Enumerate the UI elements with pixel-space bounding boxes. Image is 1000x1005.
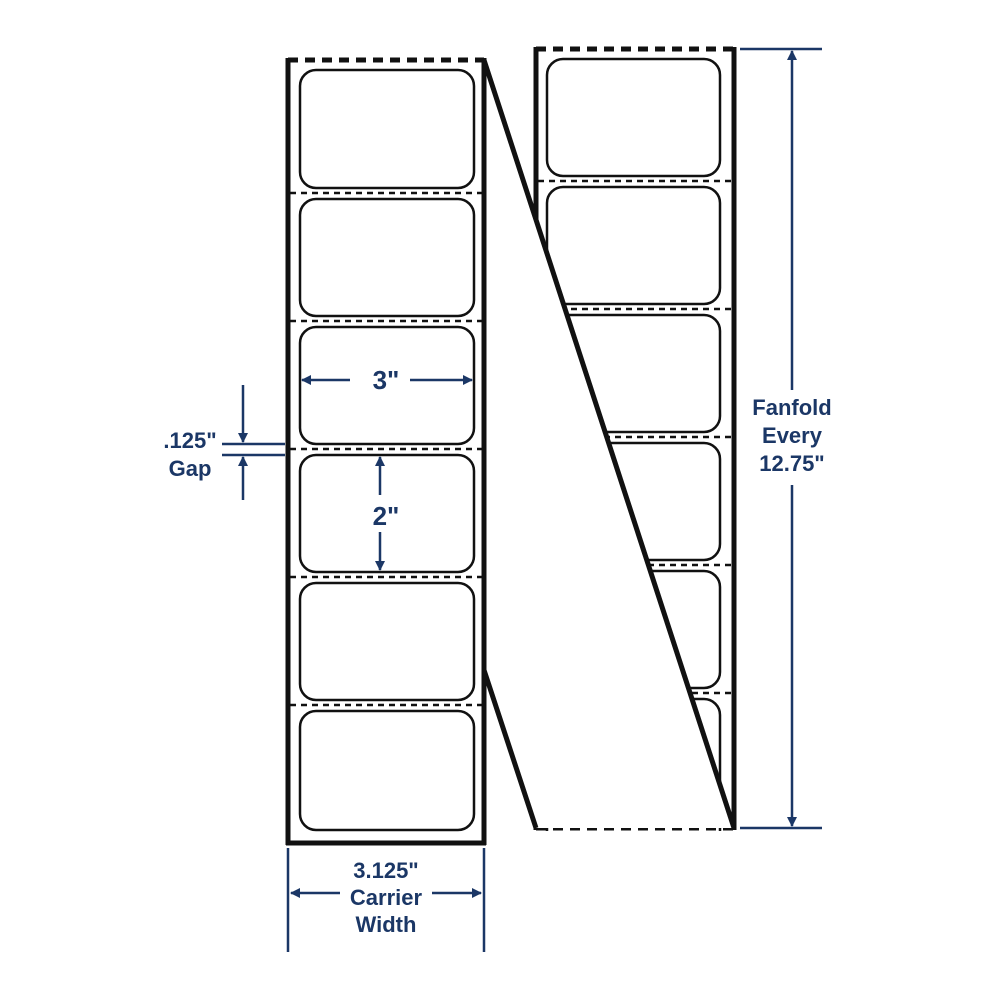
carrier-value-text: 3.125" xyxy=(353,858,418,883)
carrier-label-text: Carrier xyxy=(350,885,423,910)
label xyxy=(298,68,476,190)
label xyxy=(545,185,722,306)
gap-dimension: .125" Gap xyxy=(163,385,285,500)
label-height-text: 2" xyxy=(373,501,400,531)
fanfold-value-text: 12.75" xyxy=(759,451,824,476)
gap-value-text: .125" xyxy=(163,428,216,453)
label-height-dimension: 2" xyxy=(373,456,400,571)
label xyxy=(545,57,722,178)
every-label-text: Every xyxy=(762,423,823,448)
label xyxy=(298,453,476,574)
fold-panel xyxy=(481,59,737,829)
label xyxy=(298,197,476,318)
label-width-dimension: 3" xyxy=(301,365,473,395)
fanfold-dimension: Fanfold Every 12.75" xyxy=(740,47,832,830)
label xyxy=(298,325,476,446)
label-width-text: 3" xyxy=(373,365,400,395)
label xyxy=(298,709,476,832)
width-label-text: Width xyxy=(356,912,417,937)
carrier-width-dimension: 3.125" Carrier Width xyxy=(286,848,486,952)
fanfold-label-text: Fanfold xyxy=(752,395,831,420)
front-strip xyxy=(285,57,487,846)
gap-label-text: Gap xyxy=(169,456,212,481)
label xyxy=(298,581,476,702)
